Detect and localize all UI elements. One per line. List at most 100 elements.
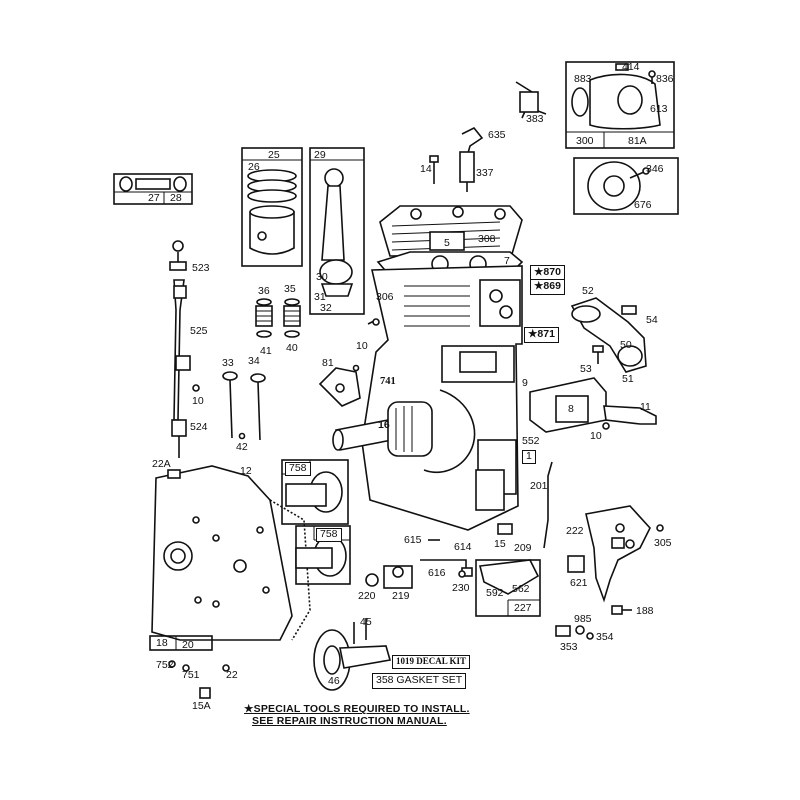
part-label: 51 [622, 373, 634, 385]
part-label: 12 [240, 465, 252, 477]
part-label: 9 [522, 377, 528, 389]
screen-box [573, 157, 679, 215]
part-label: 227 [514, 602, 532, 614]
part-label-boxed: 758 [285, 462, 311, 476]
part-label-boxed: ★869 [530, 279, 565, 295]
piston-pin-icon [135, 178, 171, 190]
part-label: 353 [560, 641, 578, 653]
part-label: 741 [380, 376, 396, 387]
part-label: 40 [286, 342, 298, 354]
part-label: 306 [376, 291, 394, 303]
piston-icon [249, 211, 295, 255]
part-label: 20 [182, 639, 194, 651]
part-label: 5 [444, 237, 450, 249]
part-label: 525 [190, 325, 208, 337]
part-label: 676 [634, 199, 652, 211]
part-label: 50 [620, 339, 632, 351]
part-label: 751 [182, 669, 200, 681]
part-label: 985 [574, 613, 592, 625]
part-label: 11 [640, 401, 651, 413]
part-label: 10 [356, 340, 368, 352]
part-label: 383 [526, 113, 544, 125]
part-label: 41 [260, 345, 272, 357]
part-label: 52 [582, 285, 594, 297]
part-label: 836 [656, 73, 674, 85]
part-label: 201 [530, 480, 548, 492]
part-label: 883 [574, 73, 592, 85]
part-label-boxed: ★871 [524, 327, 559, 343]
note-line-1: ★SPECIAL TOOLS REQUIRED TO INSTALL. [244, 703, 470, 715]
gasket-set-label: 358 GASKET SET [372, 673, 467, 689]
valve-spring-icon [283, 298, 301, 338]
part-label: 346 [646, 163, 664, 175]
part-label: 220 [358, 590, 376, 602]
part-label: 10 [590, 430, 602, 442]
part-label: 562 [512, 583, 530, 595]
part-label: 36 [258, 285, 270, 297]
breather-tube [603, 405, 657, 425]
part-label-boxed: 1 [522, 450, 536, 464]
part-label: 308 [478, 233, 496, 245]
decal-kit-label: 1019 DECAL KIT [392, 655, 471, 669]
part-label: 552 [522, 435, 540, 447]
part-label: 209 [514, 542, 532, 554]
control-bracket [585, 505, 651, 603]
part-label: 46 [328, 675, 340, 687]
governor-link [543, 461, 553, 549]
part-label: 25 [268, 149, 280, 161]
part-label: 31 [314, 291, 326, 303]
part-label: 8 [568, 403, 574, 415]
valve-spring-icon [255, 298, 273, 338]
cam-gear-box-1 [281, 459, 349, 525]
blower-housing-box [565, 61, 675, 149]
part-label: 523 [192, 262, 210, 274]
part-label-boxed: 758 [316, 528, 342, 542]
part-label: 29 [314, 149, 326, 161]
part-label: 613 [650, 103, 668, 115]
part-label: 305 [654, 537, 672, 549]
part-414-icon [615, 63, 629, 71]
part-label: 27 [148, 192, 160, 204]
part-label: 54 [646, 314, 658, 326]
dipstick-tube [173, 279, 185, 421]
part-label: 45 [360, 616, 372, 628]
piston-box [241, 147, 303, 267]
part-label: 22 [226, 669, 238, 681]
part-label: 81A [628, 135, 647, 147]
special-tools-note: ★SPECIAL TOOLS REQUIRED TO INSTALL. SEE … [244, 703, 470, 727]
part-label: 616 [428, 567, 446, 579]
part-label: 752 [156, 659, 174, 671]
part-label: 614 [454, 541, 472, 553]
connecting-rod-icon [321, 185, 345, 261]
part-label: 34 [248, 355, 260, 367]
part-label: 219 [392, 590, 410, 602]
part-label: 635 [488, 129, 506, 141]
part-label: 35 [284, 283, 296, 295]
part-label: 30 [316, 271, 328, 283]
part-label: 16 [378, 419, 390, 431]
valve-icon [222, 371, 238, 381]
part-label: 230 [452, 582, 470, 594]
spark-plug-cover-icon [461, 126, 484, 161]
part-label: 300 [576, 135, 594, 147]
part-label: 15A [192, 700, 211, 712]
part-label: 14 [420, 163, 432, 175]
part-label: 81 [322, 357, 334, 369]
part-label: 22A [152, 458, 171, 470]
part-label: 414 [622, 61, 640, 73]
part-label: 592 [486, 587, 504, 599]
part-label: 42 [236, 441, 248, 453]
part-label: 26 [248, 161, 260, 173]
part-label: 10 [192, 395, 204, 407]
part-label: 28 [170, 192, 182, 204]
part-label: 15 [494, 538, 506, 550]
spark-plug-icon [459, 151, 475, 183]
valve-icon [250, 373, 266, 383]
note-line-2: SEE REPAIR INSTRUCTION MANUAL. [252, 715, 447, 728]
part-label: 615 [404, 534, 422, 546]
part-label: 7 [504, 255, 510, 267]
part-label: 32 [320, 302, 332, 314]
part-label: 337 [476, 167, 494, 179]
